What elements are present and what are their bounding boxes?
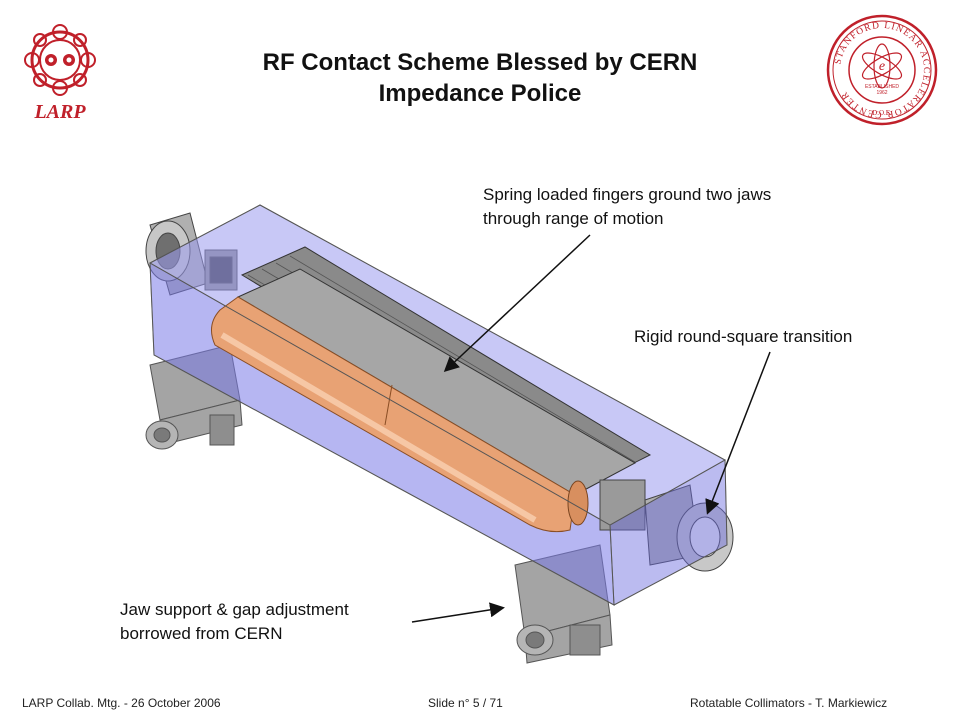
larp-logo-text: LARP (33, 101, 86, 123)
jaw-callout-line-1: Jaw support & gap adjustment (120, 600, 349, 619)
spring-fingers-callout: Spring loaded fingers ground two jaws th… (483, 183, 771, 231)
seal-established-year: 1962 (876, 90, 887, 96)
slac-seal-icon: STANFORD LINEAR ACCELERATOR CENTER e EST… (826, 14, 938, 126)
spring-callout-line-2: through range of motion (483, 209, 664, 228)
footer-slide-number: Slide n° 5 / 71 (428, 696, 503, 710)
jaw-support-callout: Jaw support & gap adjustment borrowed fr… (120, 598, 349, 646)
rigid-callout-text: Rigid round-square transition (634, 327, 853, 346)
svg-text:e: e (879, 59, 885, 74)
title-line-2: Impedance Police (378, 80, 582, 107)
copper-jaw (210, 296, 576, 533)
seal-established-label: ESTABLISHED (865, 84, 899, 90)
page-title: RF Contact Scheme Blessed by CERN Impeda… (200, 47, 760, 109)
title-line-1: RF Contact Scheme Blessed by CERN (262, 49, 698, 76)
jaw-callout-line-2: borrowed from CERN (120, 624, 283, 643)
footer-presentation-title: Rotatable Collimators - T. Markiewicz (690, 696, 888, 710)
spring-callout-line-1: Spring loaded fingers ground two jaws (483, 185, 772, 204)
collimator-assembly-render-icon (145, 204, 734, 664)
rigid-transition-callout: Rigid round-square transition (634, 325, 852, 349)
round-square-transition (599, 479, 734, 572)
seal-bottom-text: D.O.E. (872, 109, 892, 117)
footer-meeting: LARP Collab. Mtg. - 26 October 2006 (22, 696, 221, 710)
larp-logo-icon: LARP (24, 24, 96, 123)
